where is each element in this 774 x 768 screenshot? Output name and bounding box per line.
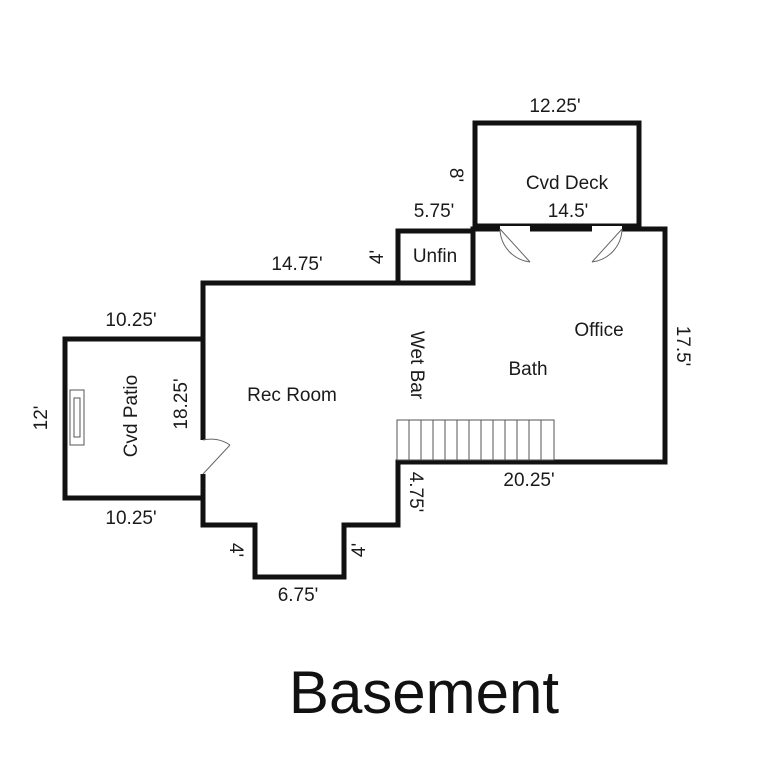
room-label-unfin: Unfin — [413, 246, 457, 267]
dim-deck-top: 12.25' — [529, 96, 580, 117]
room-label-wet-bar: Wet Bar — [406, 331, 427, 400]
unfin-wall — [395, 228, 476, 286]
dim-bay-left: 4' — [225, 543, 246, 557]
dim-patio-side: 12' — [31, 406, 52, 431]
plan-title: Basement — [289, 659, 559, 726]
staircase — [396, 419, 555, 461]
dim-bay-bottom: 6.75' — [278, 585, 319, 606]
room-label-cvd-patio: Cvd Patio — [121, 375, 142, 457]
patio-fixture-inner — [73, 397, 81, 438]
room-label-bath: Bath — [508, 359, 547, 380]
dim-patio-top: 10.25' — [105, 310, 156, 331]
dim-unfin-top: 5.75' — [414, 201, 455, 222]
dim-unfin-side: 4' — [367, 250, 388, 264]
door-deck-right — [591, 226, 623, 263]
room-label-cvd-deck: Cvd Deck — [526, 173, 609, 194]
dim-bottom-right: 20.25' — [503, 470, 554, 491]
dim-step-right: 4.75' — [405, 472, 426, 513]
covered-deck-outline — [472, 120, 642, 229]
room-label-rec-room: Rec Room — [247, 385, 337, 406]
dim-right-side: 17.5' — [672, 326, 693, 367]
covered-patio-outline — [62, 336, 204, 501]
main-floor-outline — [200, 226, 668, 580]
dim-bay-right: 4' — [349, 543, 370, 557]
dim-deck-side: 8' — [445, 168, 466, 182]
dim-rec-top: 14.75' — [271, 254, 322, 275]
door-deck-left — [499, 226, 531, 263]
patio-fixture-outer — [69, 389, 85, 446]
room-label-office: Office — [574, 320, 623, 341]
dim-patio-bottom: 10.25' — [105, 508, 156, 529]
dim-rec-side: 18.25' — [171, 378, 192, 429]
dim-deck-bottom: 14.5' — [548, 201, 589, 222]
door-patio — [199, 438, 231, 475]
